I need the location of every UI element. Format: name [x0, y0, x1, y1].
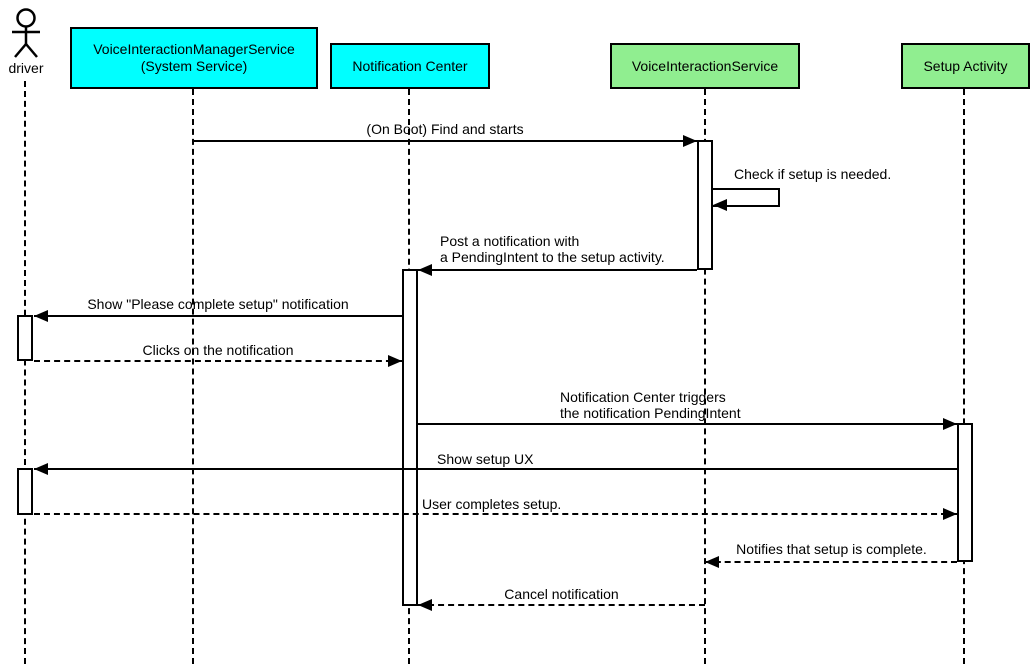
message-line-check-if-setup-is-needed — [713, 188, 780, 207]
activation-notification-center — [402, 269, 418, 606]
activation-setup-activity — [957, 423, 973, 562]
participant-label-line1: VoiceInteractionManagerService — [93, 41, 295, 57]
message-label: Show setup UX — [437, 451, 534, 467]
message-line-cancel-notification — [418, 604, 705, 606]
message-line-clicks-on-the-notification — [34, 360, 402, 362]
participant-box-notification-center: Notification Center — [330, 43, 490, 89]
arrowhead-icon — [705, 556, 719, 568]
participant-box-setup-activity: Setup Activity — [901, 43, 1030, 89]
message-label-line1: Notification Center triggers — [560, 389, 726, 405]
lifeline-setup-activity — [963, 89, 965, 664]
message-label: (On Boot) Find and starts — [366, 121, 524, 137]
message-label: Notifies that setup is complete. — [736, 541, 927, 557]
message-line-notifies-setup-complete — [705, 561, 957, 563]
message-label-line1: Post a notification with — [440, 233, 580, 249]
message-line-on-boot-find-and-starts — [193, 140, 697, 142]
arrowhead-icon — [713, 199, 727, 211]
arrowhead-icon — [418, 264, 432, 276]
message-label: Clicks on the notification — [142, 342, 294, 358]
message-label-line2: a PendingIntent to the setup activity. — [440, 249, 665, 265]
message-line-user-completes-setup — [34, 513, 957, 515]
message-label-line2: the notification PendingIntent — [560, 405, 741, 421]
lifeline-voiceinteractionmanagerservice — [192, 89, 194, 664]
participant-label: VoiceInteractionService — [631, 57, 779, 74]
arrowhead-icon — [388, 355, 402, 367]
lifeline-voiceinteractionservice — [704, 89, 706, 664]
activation-driver-1 — [17, 315, 33, 361]
participant-box-voiceinteractionservice: VoiceInteractionService — [610, 43, 800, 89]
message-line-show-please-complete-setup-notification — [34, 315, 402, 317]
message-label: Show "Please complete setup" notificatio… — [87, 296, 349, 312]
message-label: Post a notification with a PendingIntent… — [440, 233, 665, 265]
message-line-show-setup-ux — [34, 468, 957, 470]
participant-label: Setup Activity — [923, 57, 1008, 74]
arrowhead-icon — [34, 310, 48, 322]
participant-label-line2: (System Service) — [140, 58, 248, 74]
participant-label-driver: driver — [8, 60, 44, 76]
message-label: Notification Center triggers the notific… — [560, 389, 741, 421]
message-label: User completes setup. — [422, 496, 562, 512]
activation-voiceinteractionservice — [697, 140, 713, 270]
arrowhead-icon — [943, 508, 957, 520]
activation-driver-2 — [17, 468, 33, 515]
arrowhead-icon — [34, 463, 48, 475]
message-line-post-a-notification — [418, 269, 697, 271]
participant-driver: driver — [0, 7, 52, 76]
participant-label: Notification Center — [352, 57, 468, 74]
arrowhead-icon — [418, 599, 432, 611]
actor-icon — [12, 8, 40, 58]
lifeline-driver — [24, 81, 26, 664]
message-line-notification-center-triggers-pendingintent — [418, 423, 957, 425]
participant-box-voiceinteractionmanagerservice: VoiceInteractionManagerService (System S… — [70, 27, 318, 89]
message-label: Check if setup is needed. — [734, 166, 892, 182]
arrowhead-icon — [943, 418, 957, 430]
arrowhead-icon — [683, 135, 697, 147]
message-label: Cancel notification — [504, 586, 619, 602]
